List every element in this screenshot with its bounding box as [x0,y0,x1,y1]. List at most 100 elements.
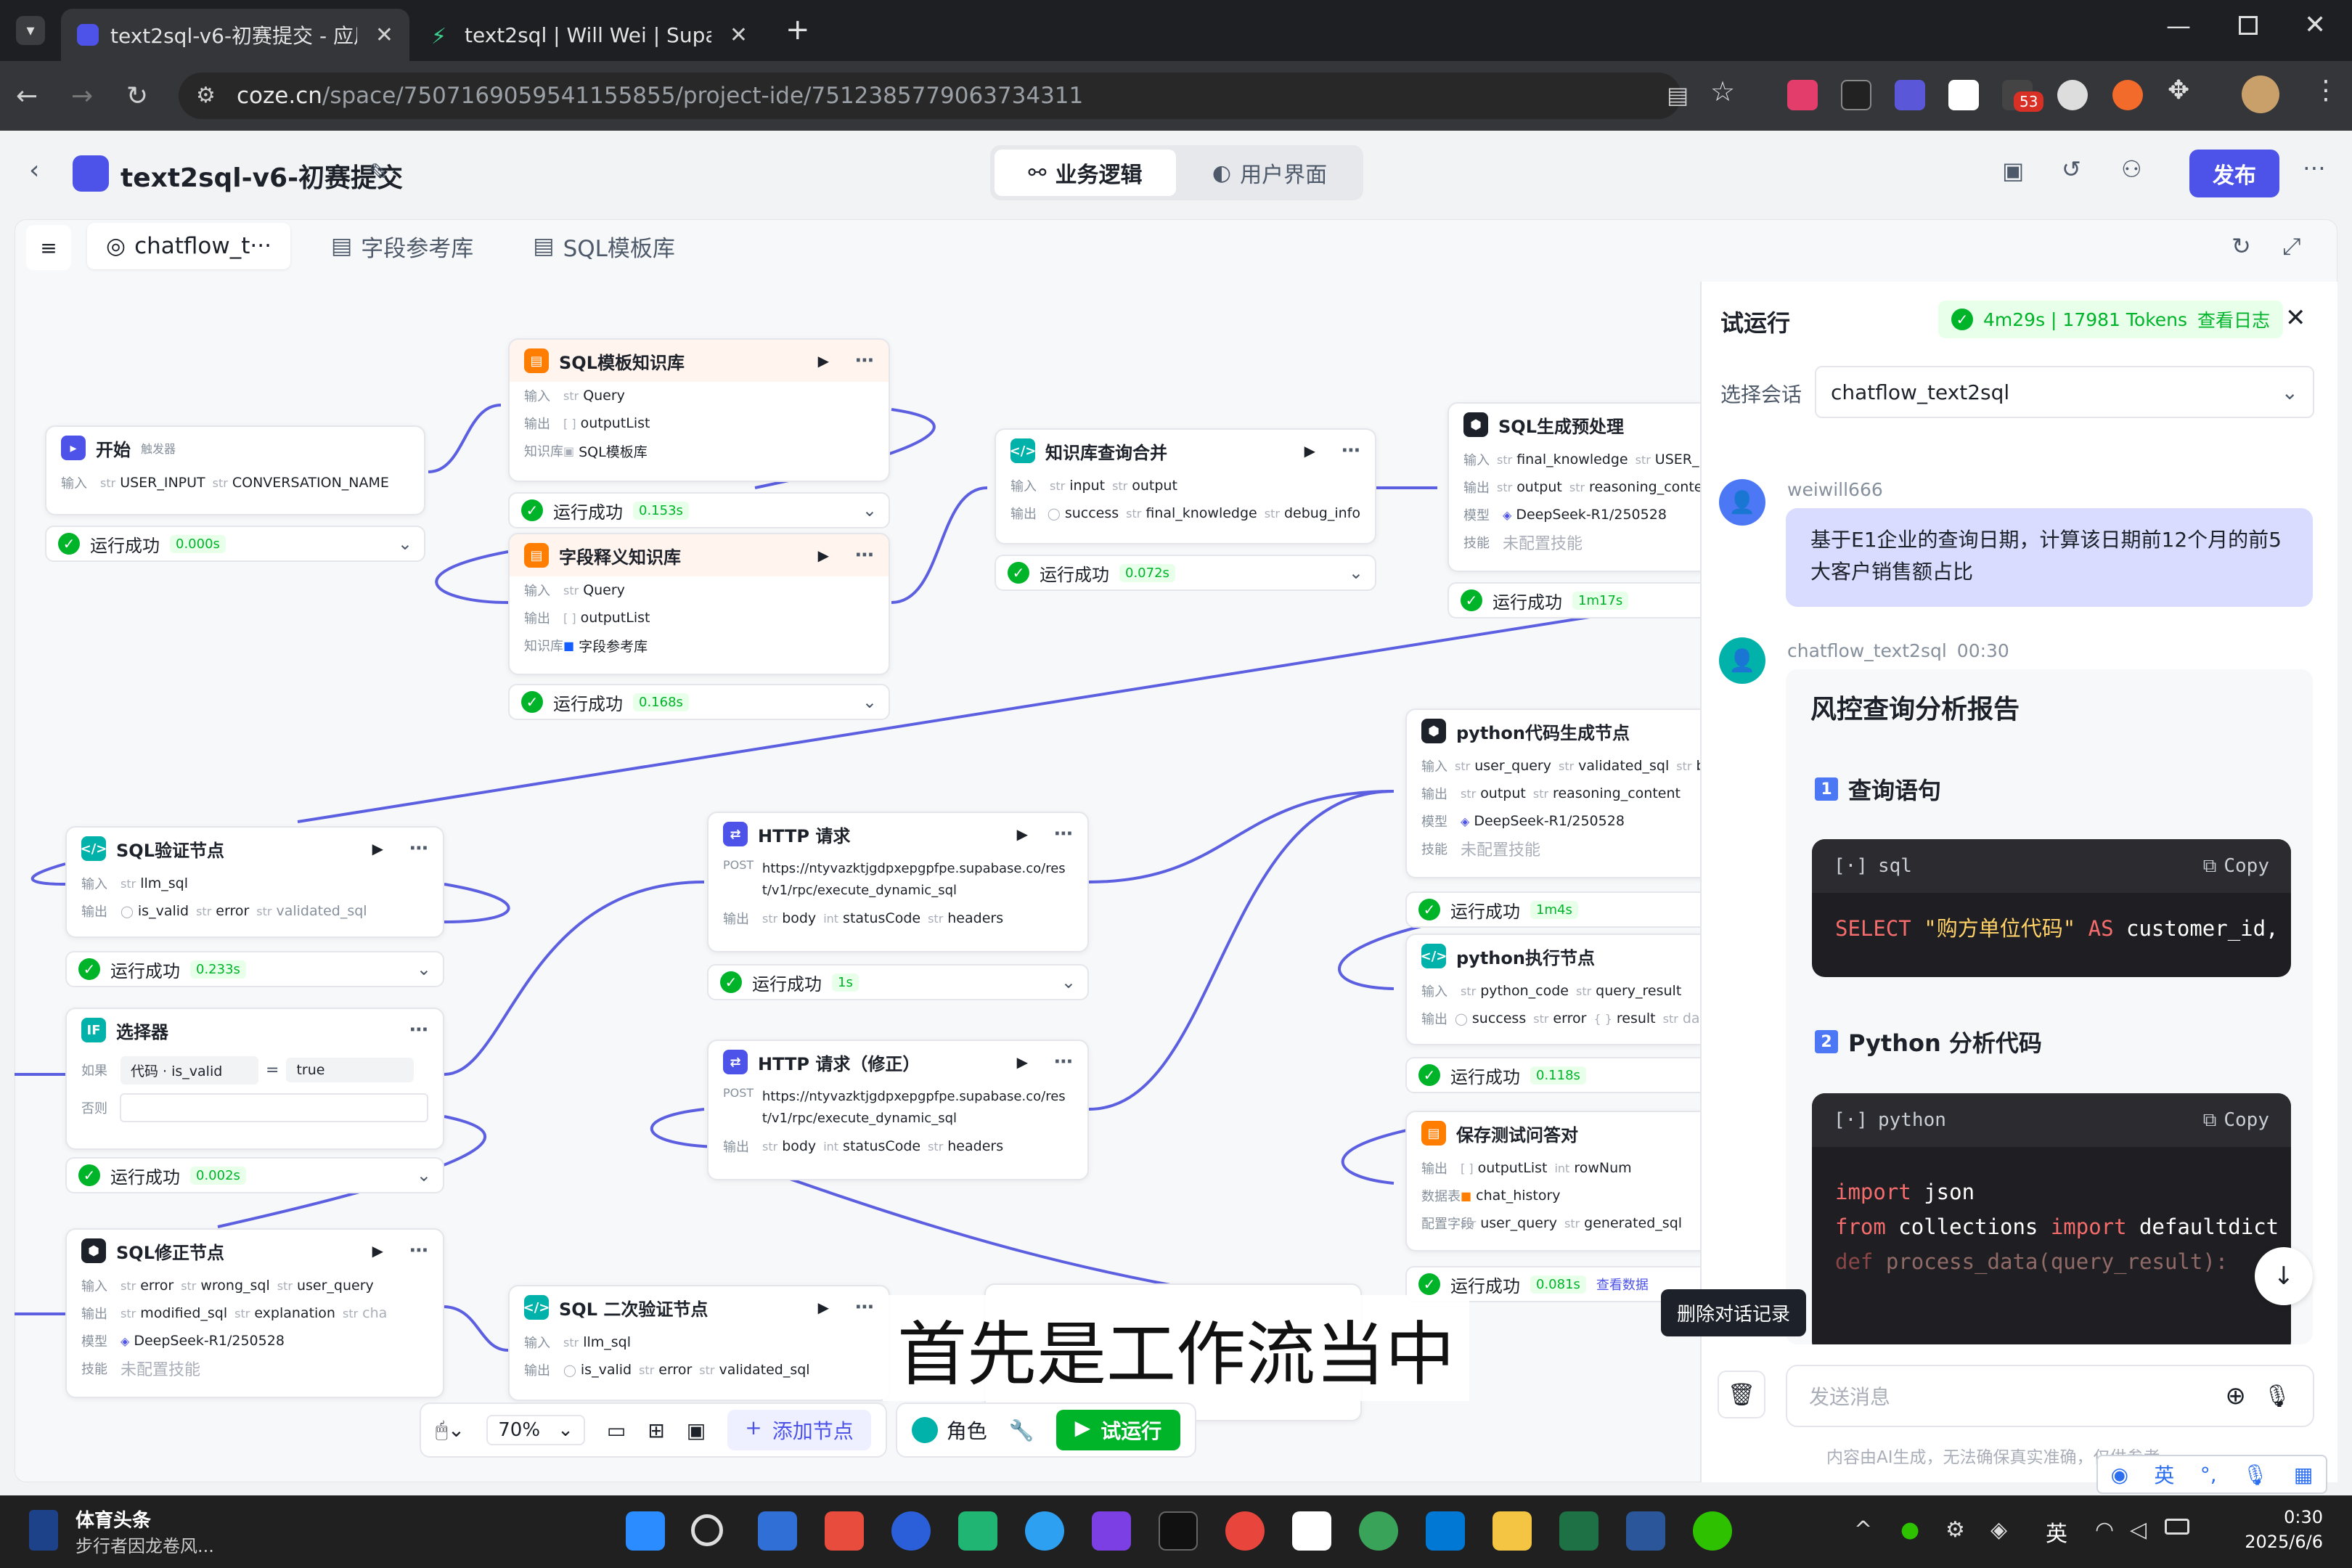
archive-icon[interactable]: ▣ [2002,157,2025,184]
more-icon[interactable]: ⋯ [1054,823,1073,845]
tray-wechat-icon[interactable]: ● [1900,1517,1920,1543]
refresh-icon[interactable]: ↻ [2231,232,2251,260]
extension-icon-4[interactable] [1948,80,1979,110]
app-icon-7[interactable] [1159,1511,1198,1551]
close-panel-icon[interactable]: ✕ [2285,303,2306,332]
tab-search-button[interactable]: ▾ [16,16,45,45]
more-icon[interactable]: ⋯ [409,838,428,859]
chevron-down-icon[interactable]: ⌄ [1061,972,1076,992]
extension-icon-6[interactable] [2057,80,2088,110]
minimize-icon[interactable]: — [2166,12,2191,41]
add-attachment-icon[interactable]: ⊕ [2225,1381,2246,1410]
new-tab-button[interactable]: + [785,13,810,46]
more-icon[interactable]: ⋯ [409,1019,428,1041]
chevron-down-icon[interactable]: ⌄ [1348,563,1363,583]
condition-variable[interactable]: 代码 · is_valid [121,1055,258,1085]
extension-icon-3[interactable] [1895,80,1925,110]
tray-settings-icon[interactable]: ⚙ [1945,1517,1965,1543]
tab-field-reference[interactable]: ▤字段参考库 [330,233,474,262]
mouse-mode-icon[interactable]: 🖱⌄ [436,1418,465,1442]
tab-business-logic[interactable]: ⚯业务逻辑 [995,150,1176,196]
clock-time[interactable]: 0:30 [2284,1507,2323,1527]
add-node-button[interactable]: +添加节点 [727,1410,871,1450]
search-icon[interactable] [691,1514,723,1546]
app-icon-5[interactable] [1025,1511,1064,1551]
back-icon[interactable]: ← [16,81,38,111]
more-icon[interactable]: ⋯ [855,544,874,566]
microphone-icon[interactable]: 🎙 [2263,1383,2291,1409]
more-icon[interactable]: ⋯ [2303,154,2326,181]
app-icon-4[interactable] [958,1511,997,1551]
session-select[interactable]: chatflow_text2sql⌄ [1815,366,2314,418]
copy-button[interactable]: ⧉Copy [2202,1108,2269,1131]
clipboard-icon[interactable]: ▤ [1667,81,1689,109]
debug-icon[interactable]: 🔧 [1008,1418,1034,1442]
run-icon[interactable]: ▶ [1016,825,1028,843]
publish-button[interactable]: 发布 [2189,150,2279,197]
app-icon-2[interactable] [825,1511,864,1551]
message-input[interactable]: 发送消息 ⊕ 🎙 [1786,1365,2314,1427]
news-widget-icon[interactable] [29,1510,58,1551]
extension-icon-7[interactable] [2112,80,2143,110]
chevron-down-icon[interactable]: ⌄ [862,500,877,520]
tab-chatflow[interactable]: ◎chatflow_t··· [87,223,290,269]
copy-button[interactable]: ⧉Copy [2202,854,2269,877]
run-icon[interactable]: ▶ [817,352,829,369]
reload-icon[interactable]: ↻ [126,81,149,111]
more-icon[interactable]: ⋯ [1342,440,1360,462]
comment-icon[interactable]: ▭ [606,1418,626,1442]
close-icon[interactable]: ✕ [375,22,393,48]
notion-icon[interactable] [1292,1511,1331,1551]
more-icon[interactable]: ⋯ [855,350,874,372]
app-icon-3[interactable] [891,1511,931,1551]
sidebar-toggle-icon[interactable]: ≡ [26,225,71,270]
more-icon[interactable]: ⋯ [409,1240,428,1262]
else-slot[interactable] [119,1093,428,1122]
file-explorer-icon[interactable] [1493,1511,1532,1551]
zoom-select[interactable]: 70%⌄ [486,1415,585,1445]
scroll-down-button[interactable]: ↓ [2255,1247,2313,1305]
browser-menu-icon[interactable]: ⋮ [2313,75,2339,105]
run-icon[interactable]: ▶ [372,840,383,857]
tab-user-interface[interactable]: ◐用户界面 [1212,160,1328,189]
view-log-link[interactable]: 查看日志 [2197,310,2271,331]
window-close-icon[interactable]: ✕ [2304,10,2327,40]
run-icon[interactable]: ▶ [372,1242,383,1259]
ime-indicator[interactable]: 英 [2046,1522,2067,1547]
back-chevron-icon[interactable]: ‹ [29,155,40,185]
collaborators-icon[interactable]: ⚇ [2121,155,2142,183]
url-bar[interactable]: ⚙ coze.cn/space/7507169059541155855/proj… [179,73,1689,119]
app-icon-6[interactable] [1092,1511,1131,1551]
history-icon[interactable]: ↺ [2062,155,2081,183]
extensions-puzzle-icon[interactable]: ✥ [2168,75,2190,105]
word-icon[interactable] [1626,1511,1665,1551]
more-icon[interactable]: ⋯ [1054,1051,1073,1073]
start-menu-icon[interactable] [626,1511,665,1551]
chevron-down-icon[interactable]: ⌄ [416,959,431,979]
fullscreen-icon[interactable]: ⤢ [2282,232,2301,260]
edit-icon[interactable]: ✎ [369,158,388,186]
close-icon[interactable]: ✕ [729,22,748,48]
restore-icon[interactable] [2239,16,2258,35]
profile-avatar[interactable] [2242,75,2279,113]
battery-icon[interactable] [2165,1519,2189,1535]
site-info-icon[interactable]: ⚙ [196,83,216,108]
clock-date[interactable]: 2025/6/6 [2245,1532,2323,1552]
